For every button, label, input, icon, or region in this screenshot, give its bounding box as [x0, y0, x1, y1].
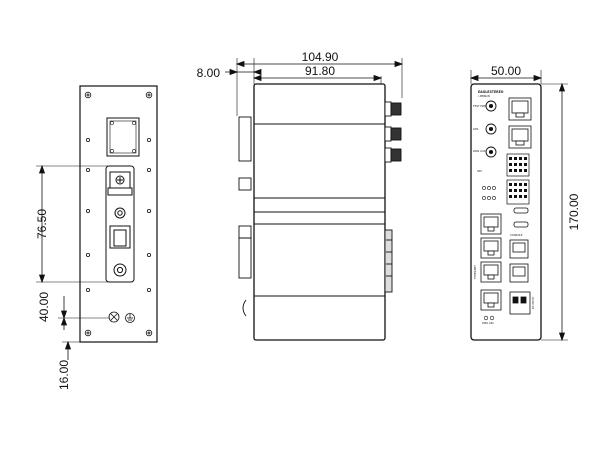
- ground-symbols: [108, 311, 135, 323]
- dim-170-00: 170.00: [567, 193, 581, 230]
- side-dimension-lines: [225, 58, 404, 116]
- front-terminal-screws: [509, 157, 527, 198]
- label-pwr: TEST PWR: [473, 104, 486, 108]
- dim-76-50: 76.50: [35, 209, 49, 239]
- dim-16-00: 16.00: [57, 360, 71, 390]
- dim-40-00: 40.00: [37, 292, 51, 322]
- front-brand: EAGLESTEREO: [478, 90, 504, 94]
- front-dimension-lines: [469, 70, 568, 342]
- label-console: CONSOLE: [510, 233, 523, 237]
- front-antenna-connectors: [485, 100, 497, 158]
- label-wan: WAN AUX: [473, 149, 486, 153]
- dim-104-90: 104.90: [302, 50, 339, 64]
- side-view: 104.90 91.80 8.00: [197, 50, 404, 341]
- dim-8-00: 8.00: [197, 66, 221, 80]
- side-din-clip: [238, 116, 252, 317]
- front-leds: [482, 186, 496, 200]
- front-dc-input: [509, 291, 531, 315]
- back-dimension-lines: [36, 164, 110, 360]
- label-ethernet: ETHERNET: [473, 265, 477, 279]
- side-body-seams: [254, 123, 385, 297]
- back-cover-plate: [106, 117, 140, 157]
- front-model: I-MBNLIN: [478, 94, 490, 98]
- front-ethernet-ports: [480, 213, 529, 311]
- front-terminal-blocks: [506, 153, 530, 205]
- label-gps: GPS: [473, 127, 479, 131]
- side-connectors: [384, 101, 402, 293]
- front-view: 50.00 170.00 EAGLESTEREO I-MBNLIN TEST P…: [469, 64, 581, 342]
- label-pwr-gnd: PWR GPo: [482, 321, 494, 325]
- back-view: 76.50 40.00 16.00: [35, 85, 158, 390]
- front-console-ports: [513, 207, 529, 228]
- front-top-ports: [508, 97, 532, 149]
- din-rail-clip: [105, 165, 135, 283]
- back-plate-screws: [84, 91, 153, 337]
- dim-91-80: 91.80: [305, 64, 335, 78]
- front-bottom-screws: [483, 315, 495, 321]
- dim-50-00: 50.00: [491, 64, 521, 78]
- label-dc: DC INPUT: [531, 296, 535, 309]
- label-sim: SIM: [477, 169, 482, 173]
